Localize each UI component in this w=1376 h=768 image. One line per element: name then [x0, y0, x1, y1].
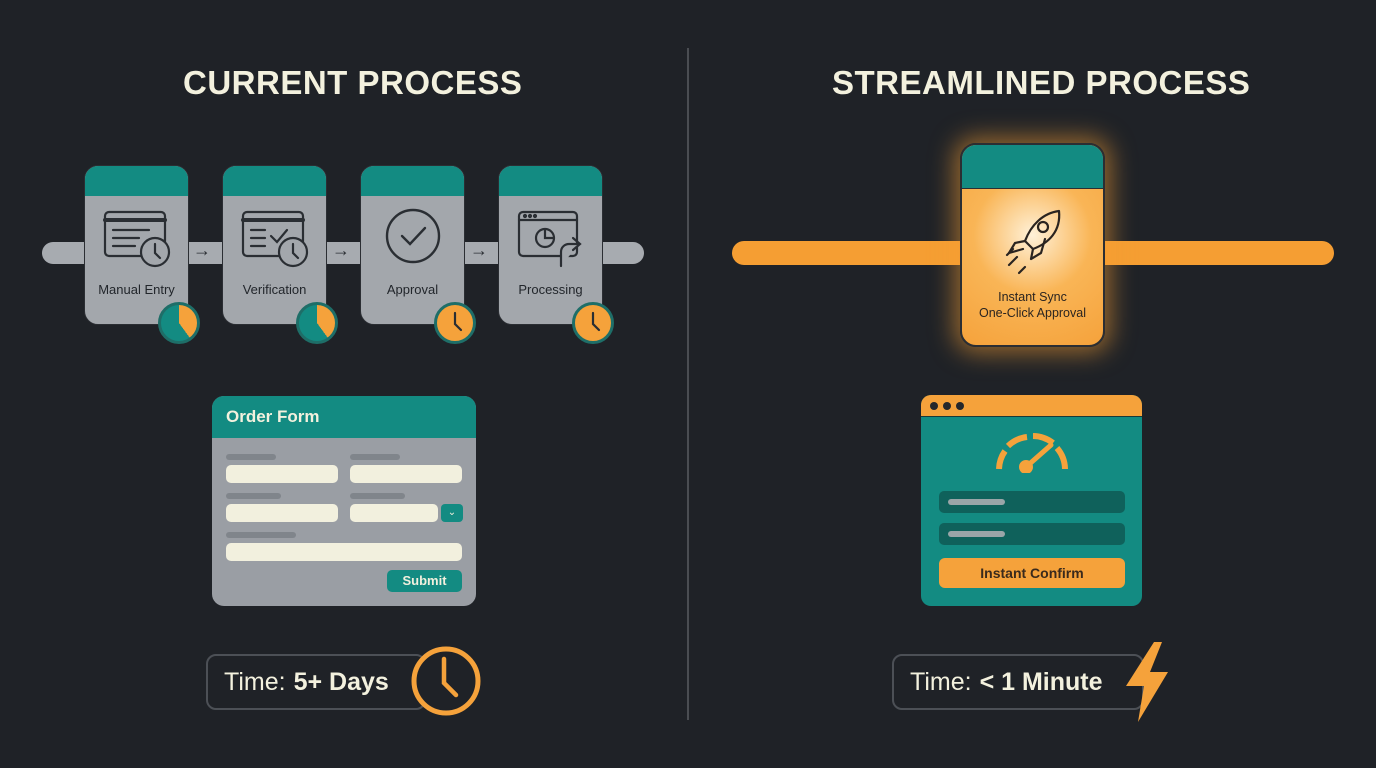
clock-badge-icon [434, 302, 476, 344]
step-processing: Processing [498, 165, 603, 325]
clock-badge-icon [572, 302, 614, 344]
form-check-clock-icon [223, 208, 326, 270]
lightning-icon [1122, 640, 1172, 729]
window-chart-redirect-icon [499, 208, 602, 270]
streamlined-time-box: Time:< 1 Minute [892, 654, 1144, 710]
step-label: Processing [518, 282, 583, 297]
input-field[interactable] [939, 491, 1125, 513]
submit-button[interactable]: Submit [387, 570, 462, 592]
form-clock-icon [85, 208, 188, 270]
timer-badge-icon [296, 302, 338, 344]
form-input[interactable] [226, 504, 338, 522]
check-circle-icon [361, 208, 464, 270]
order-form-title: Order Form [212, 396, 476, 438]
form-select[interactable] [350, 504, 438, 522]
divider [687, 48, 689, 720]
step-label: Verification [242, 282, 307, 297]
timer-badge-icon [158, 302, 200, 344]
current-time-box: Time:5+ Days [206, 654, 426, 710]
step-verification: Verification [222, 165, 327, 325]
streamlined-process-title: STREAMLINED PROCESS [832, 64, 1251, 101]
instant-sync-card: Instant Sync One-Click Approval [960, 143, 1105, 347]
arrow-icon: → [193, 240, 211, 260]
form-input[interactable] [226, 465, 338, 483]
window-title-bar [921, 395, 1142, 417]
current-process-title: CURRENT PROCESS [183, 64, 523, 101]
step-label: Approval [386, 282, 439, 297]
step-approval: Approval [360, 165, 465, 325]
input-field[interactable] [939, 523, 1125, 545]
step-manual-entry: Manual Entry [84, 165, 189, 325]
order-form: Order Form ⌄ Submit [212, 396, 476, 606]
instant-confirm-button[interactable]: Instant Confirm [939, 558, 1125, 588]
current-process-track [42, 242, 644, 264]
chevron-down-icon[interactable]: ⌄ [441, 504, 463, 522]
arrow-icon: → [470, 240, 488, 260]
arrow-icon: → [332, 240, 350, 260]
rocket-icon [962, 207, 1103, 279]
speedometer-icon [993, 429, 1071, 478]
form-input[interactable] [226, 543, 462, 561]
instant-confirm-window: Instant Confirm [921, 395, 1142, 606]
step-label: Manual Entry [98, 282, 175, 297]
form-input[interactable] [350, 465, 462, 483]
clock-icon [410, 645, 482, 722]
